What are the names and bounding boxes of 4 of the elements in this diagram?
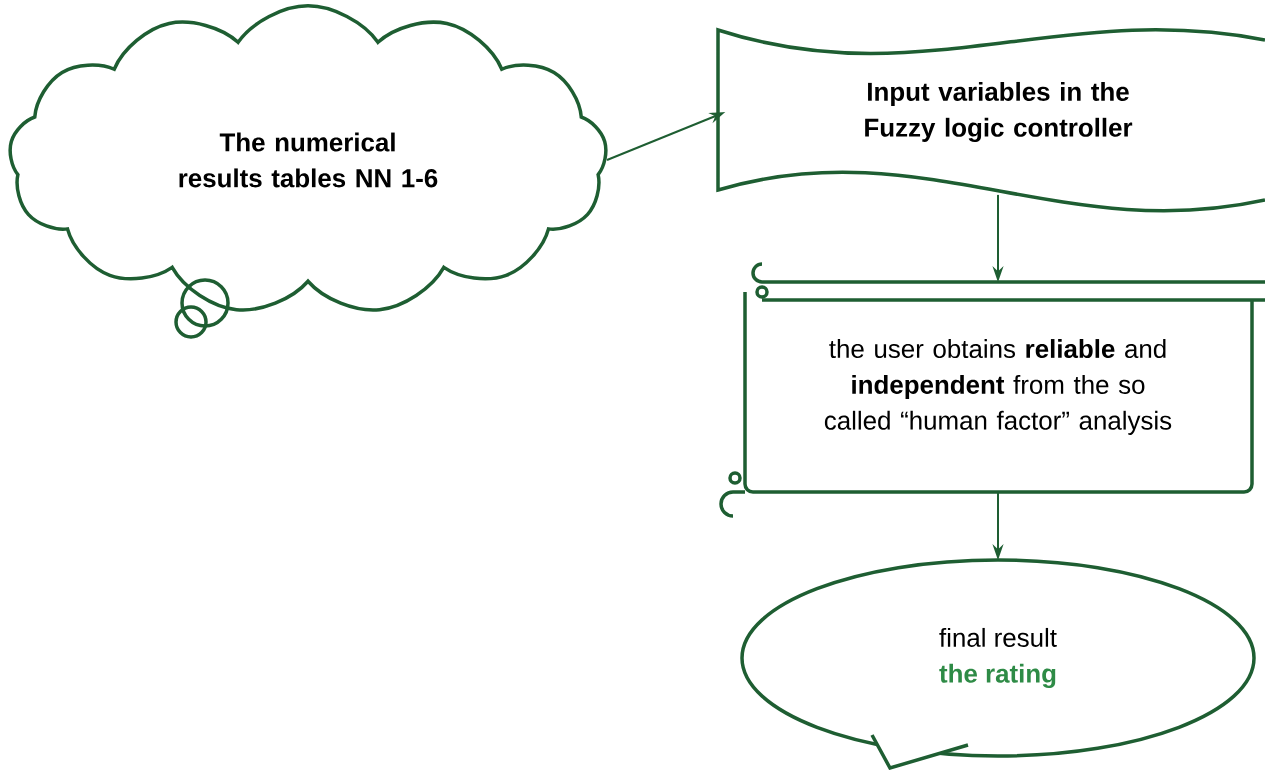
thought-cloud: The numerical results tables NN 1-6 — [8, 4, 608, 339]
scroll-box: the user obtains reliable and independent from the so called “human factor” analysis — [719, 262, 1265, 518]
speech-bubble: final result the rating — [740, 558, 1256, 770]
wave-banner: Input variables in the Fuzzy logic controller — [716, 28, 1265, 213]
